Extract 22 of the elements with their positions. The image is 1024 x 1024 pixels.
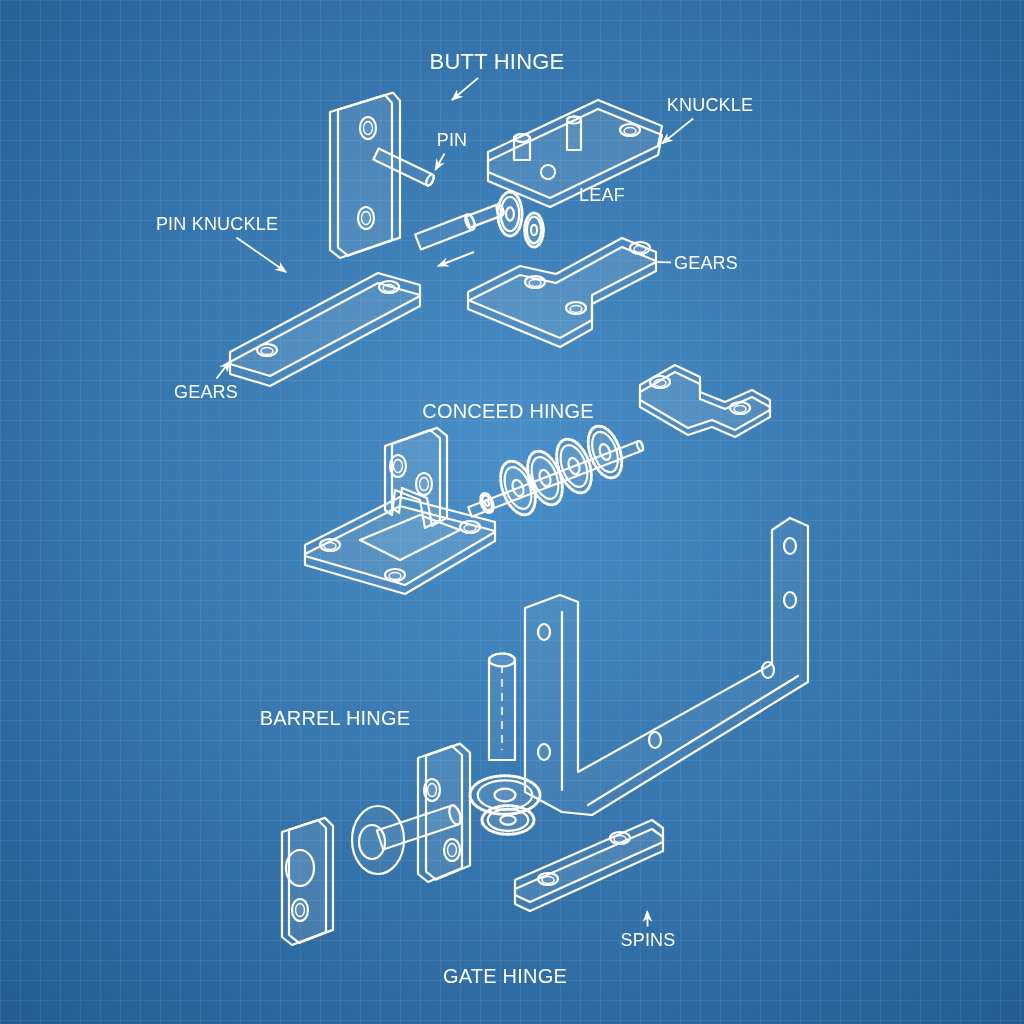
leader-line (655, 261, 672, 264)
hinge-plate-drawing (513, 818, 665, 913)
section-heading: BARREL HINGE (259, 706, 411, 730)
leader-arrow (451, 77, 479, 101)
callout-label: PIN (436, 129, 468, 151)
leader-arrow (235, 236, 287, 273)
callout-label: LEAF (579, 184, 625, 206)
callout-label: KNUCKLE (666, 94, 754, 116)
hinge-pin-drawing (372, 147, 435, 187)
section-heading: CONCEED HINGE (422, 399, 594, 423)
leader-arrow (215, 360, 231, 380)
callout-label: GEARS (174, 381, 238, 403)
section-heading: GATE HINGE (443, 964, 567, 988)
leader-arrow (642, 909, 653, 928)
hinge-plate-drawing (466, 236, 658, 349)
leader-arrow (434, 152, 446, 172)
callout-label: SPINS (620, 929, 676, 951)
callout-label: PIN KNUCKLE (155, 213, 279, 235)
section-heading: BUTT HINGE (429, 49, 565, 75)
leader-arrow (661, 117, 695, 145)
hinge-leaf-drawing (486, 98, 664, 209)
callout-label: GEARS (674, 252, 738, 274)
